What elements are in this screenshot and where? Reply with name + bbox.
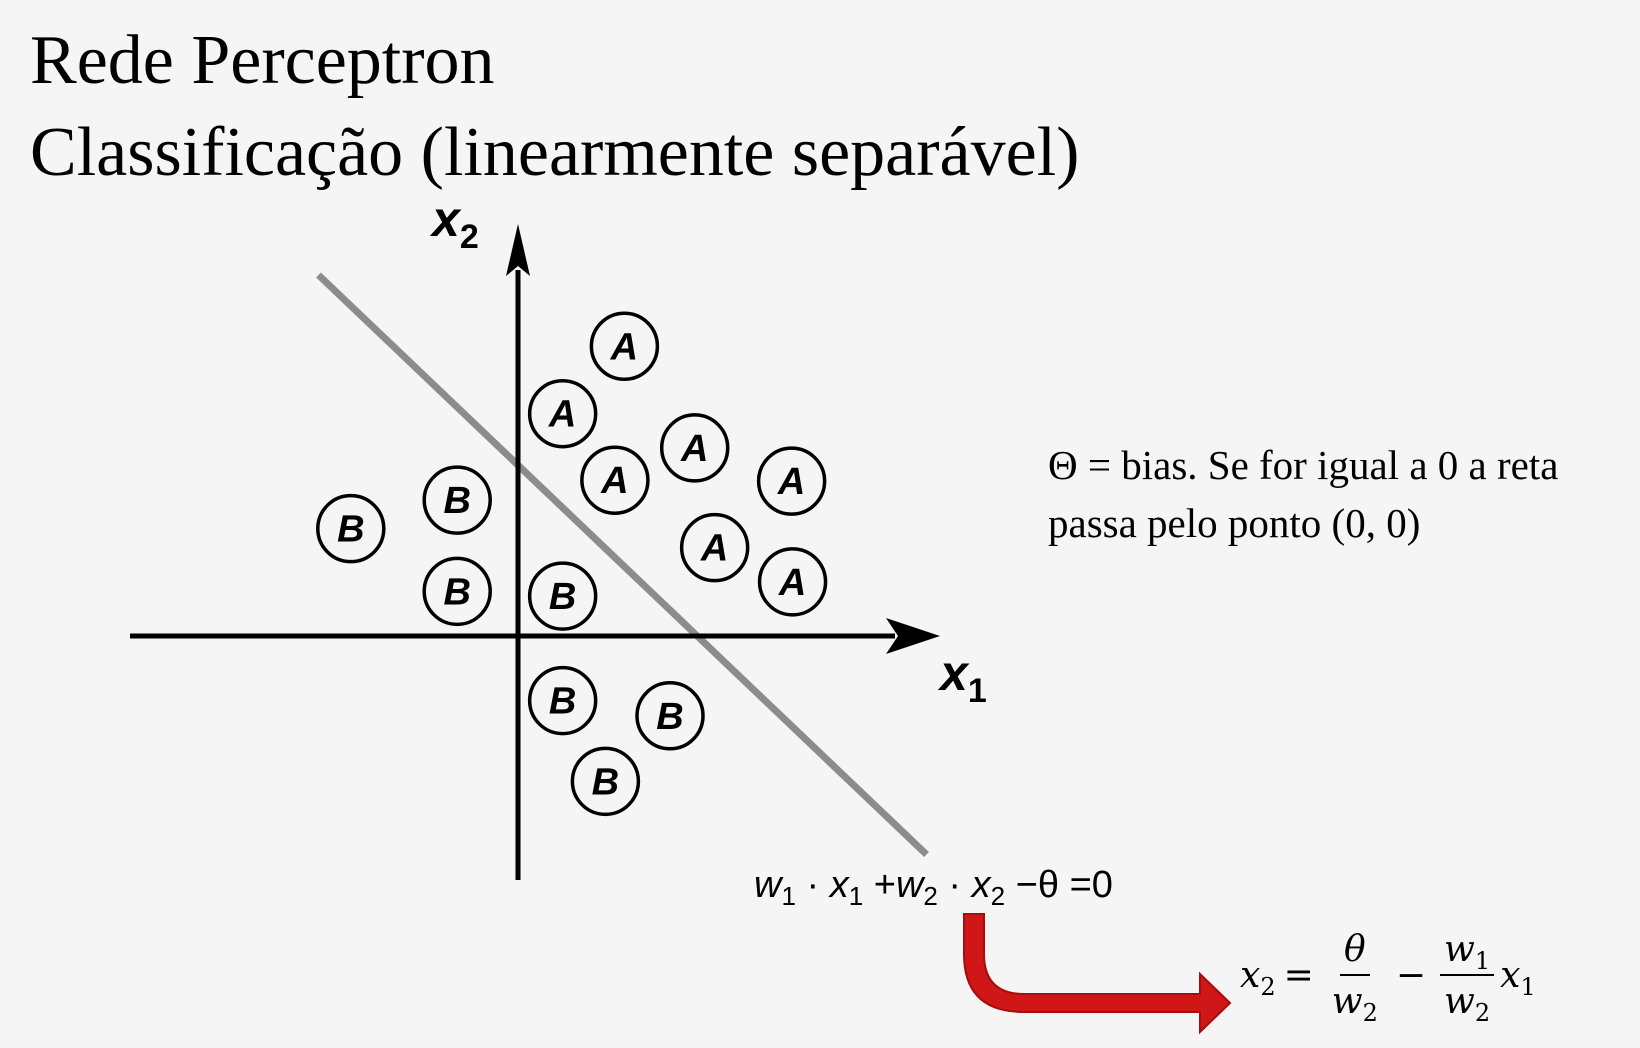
point-a-label: A (778, 562, 806, 604)
x-axis-label: x1 (937, 645, 987, 710)
point-a-label: A (700, 528, 728, 570)
point-b-label: B (549, 576, 576, 618)
point-b-label: B (337, 509, 364, 551)
point-b-circle (527, 561, 598, 631)
point-a-label: A (610, 326, 638, 368)
point-a-circle (580, 445, 650, 515)
title-line-1: Rede Perceptron (30, 22, 495, 99)
fraction-theta-over-w2: θ w2 (1331, 929, 1378, 1027)
fraction-w1-over-w2: w1 w2 (1440, 930, 1495, 1025)
equation-solved-x2: x2 = θ w2 − w1 w2 x1 (1240, 929, 1536, 1027)
point-b-label: B (656, 696, 683, 738)
equation-line: w1 · x1 +w2 · x2 −θ =0 (754, 864, 1113, 911)
red-arrow-icon (963, 913, 1232, 1035)
point-a-circle (679, 512, 750, 583)
point-b-circle (570, 746, 641, 817)
point-b-label: B (549, 681, 576, 723)
point-b-label: B (592, 761, 619, 803)
point-a-label: A (777, 461, 805, 503)
point-a-label: A (548, 394, 576, 436)
point-b-circle (527, 665, 598, 736)
point-a-circle (659, 413, 730, 483)
point-a-circle (527, 378, 598, 449)
point-b-circle (635, 681, 705, 751)
y-axis-arrowhead (506, 224, 530, 276)
point-b-label: B (443, 480, 470, 522)
x-axis-arrowhead (886, 618, 940, 654)
point-a-label: A (600, 460, 628, 502)
point-a-circle (756, 446, 827, 516)
point-b-circle (316, 493, 386, 564)
bias-note: Θ = bias. Se for igual a 0 a reta passa … (1048, 442, 1559, 546)
point-a-circle (757, 547, 828, 617)
point-b-circle (422, 556, 492, 627)
decision-boundary-line (316, 272, 929, 858)
point-a-label: A (680, 428, 708, 470)
point-a-circle (589, 311, 660, 381)
point-b-label: B (443, 571, 470, 613)
title-line-2: Classificação (linearmente separável) (30, 114, 1080, 191)
y-axis-label: x2 (429, 191, 479, 256)
point-b-circle (422, 465, 492, 535)
